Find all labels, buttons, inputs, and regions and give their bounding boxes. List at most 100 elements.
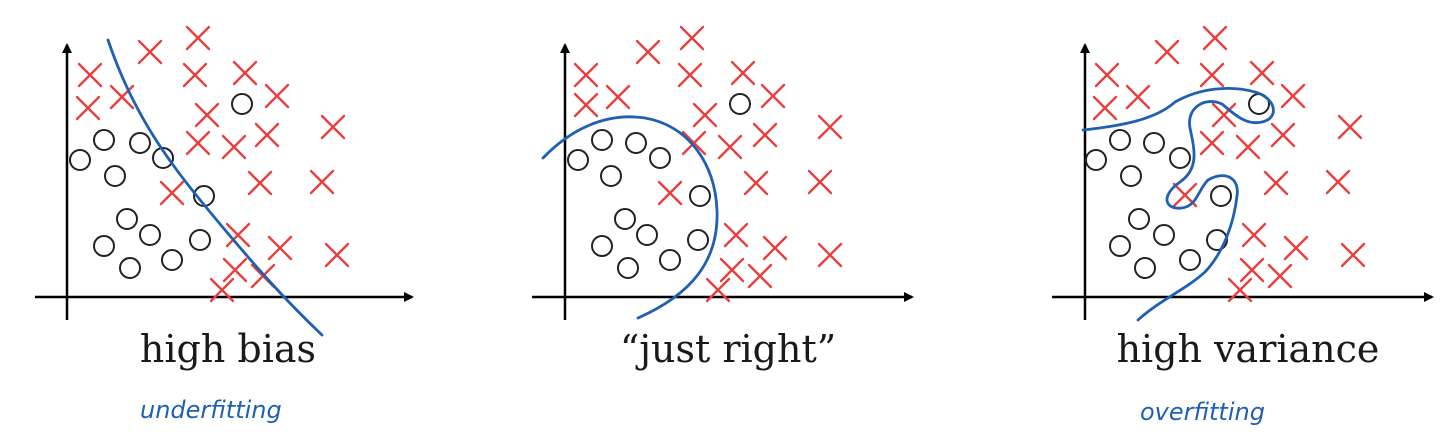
cross-point	[635, 39, 661, 65]
cross-point	[719, 257, 745, 283]
caption-high-bias: high bias	[140, 327, 316, 371]
cross-point	[324, 242, 350, 268]
cross-point	[320, 114, 346, 140]
cross-point	[225, 222, 251, 248]
circle-point	[591, 129, 613, 151]
circle-point	[231, 93, 253, 115]
circle-point	[614, 208, 636, 230]
decision-boundary-linear	[106, 38, 324, 337]
data-points	[567, 25, 843, 303]
circle-point	[1109, 235, 1131, 257]
circle-point	[649, 147, 671, 169]
cross-point	[1270, 122, 1296, 148]
cross-point	[267, 235, 293, 261]
cross-point	[1202, 25, 1228, 51]
annotation-underfitting: underfitting	[140, 396, 282, 424]
cross-point	[1154, 39, 1180, 65]
cross-point	[762, 235, 788, 261]
circle-point	[1206, 229, 1228, 251]
cross-point	[605, 84, 631, 110]
cross-point	[1211, 102, 1237, 128]
circle-point	[69, 149, 91, 171]
cross-point	[159, 180, 185, 206]
circle-point	[1153, 224, 1175, 246]
cross-point	[222, 257, 248, 283]
circle-point	[1085, 149, 1107, 171]
caption-just-right: “just right”	[620, 327, 836, 371]
cross-point	[309, 169, 335, 195]
cross-point	[1227, 277, 1253, 303]
cross-point	[185, 130, 211, 156]
cross-point	[717, 134, 743, 160]
cross-point	[221, 134, 247, 160]
cross-point	[137, 39, 163, 65]
cross-point	[1199, 130, 1225, 156]
cross-point	[752, 122, 778, 148]
cross-point	[1241, 222, 1267, 248]
cross-point	[264, 83, 290, 109]
circle-point	[600, 165, 622, 187]
circle-point	[104, 165, 126, 187]
circle-point	[729, 93, 751, 115]
circle-point	[119, 257, 141, 279]
cross-point	[573, 92, 599, 118]
cross-point	[1267, 263, 1293, 289]
cross-point	[182, 62, 208, 88]
circle-point	[636, 224, 658, 246]
cross-point	[1283, 235, 1309, 261]
cross-point	[723, 222, 749, 248]
cross-point	[747, 263, 773, 289]
cross-point	[194, 102, 220, 128]
circle-point	[93, 129, 115, 151]
circle-point	[1128, 208, 1150, 230]
panel-just-right: “just right”	[532, 25, 914, 371]
cross-point	[677, 62, 703, 88]
cross-point	[247, 170, 273, 196]
circle-point	[659, 249, 681, 271]
cross-point	[1239, 257, 1265, 283]
cross-point	[209, 277, 235, 303]
cross-point	[817, 114, 843, 140]
circle-point	[93, 235, 115, 257]
cross-point	[1340, 242, 1366, 268]
circle-point	[1120, 165, 1142, 187]
annotation-overfitting: overfitting	[1140, 398, 1265, 426]
cross-point	[705, 277, 731, 303]
panel-high-bias: high bias underfitting	[35, 25, 414, 424]
cross-point	[77, 62, 103, 88]
cross-point	[109, 84, 135, 110]
circle-point	[116, 208, 138, 230]
cross-point	[573, 62, 599, 88]
data-points	[69, 25, 350, 303]
cross-point	[1235, 134, 1261, 160]
cross-point	[692, 102, 718, 128]
circle-point	[152, 147, 174, 169]
cross-point	[232, 60, 258, 86]
circle-point	[1143, 132, 1165, 154]
circle-point	[1134, 257, 1156, 279]
circle-point	[139, 224, 161, 246]
data-points	[1085, 25, 1366, 303]
cross-point	[817, 242, 843, 268]
cross-point	[1199, 62, 1225, 88]
cross-point	[681, 130, 707, 156]
cross-point	[807, 169, 833, 195]
cross-point	[1263, 170, 1289, 196]
circle-point	[591, 235, 613, 257]
cross-point	[1249, 60, 1275, 86]
circle-point	[189, 229, 211, 251]
decision-boundary-curved	[541, 115, 719, 320]
circle-point	[1109, 129, 1131, 151]
cross-point	[1325, 169, 1351, 195]
cross-point	[679, 25, 705, 51]
circle-point	[161, 249, 183, 271]
cross-point	[1094, 62, 1120, 88]
cross-point	[1092, 95, 1118, 121]
decision-boundary-wiggly	[1081, 87, 1275, 322]
cross-point	[1280, 83, 1306, 109]
cross-point	[657, 180, 683, 206]
panel-high-variance: high variance overfitting	[1052, 25, 1434, 426]
cross-point	[743, 170, 769, 196]
cross-point	[75, 95, 101, 121]
cross-point	[730, 60, 756, 86]
